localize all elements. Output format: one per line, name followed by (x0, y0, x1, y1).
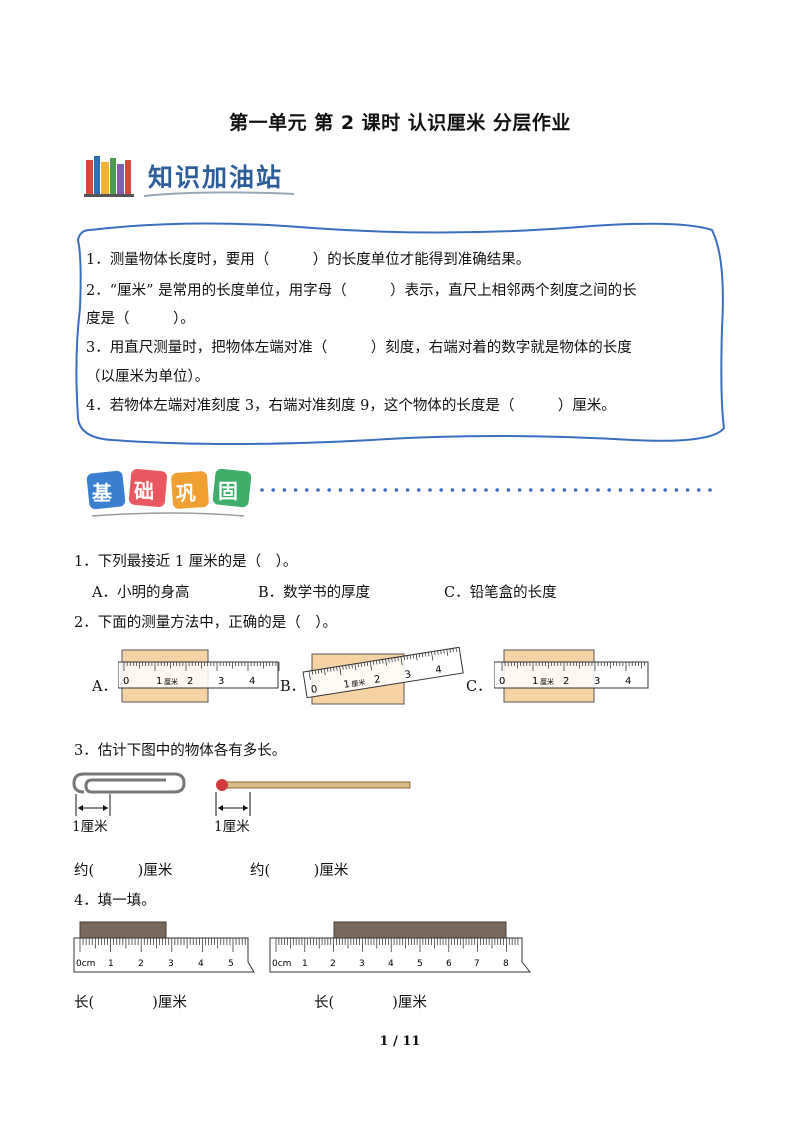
knowledge-banner (84, 156, 295, 197)
ruler-number: 0 (310, 684, 318, 696)
ruler-number: 1 (532, 676, 538, 687)
knowledge-line: 2．“厘米” 是常用的长度单位，用字母（ ）表示，直尺上相邻两个刻度之间的长 (86, 283, 637, 299)
ruler-number: 2 (330, 959, 336, 969)
ruler-number: 0 (123, 676, 129, 687)
ruler-number: 3 (218, 676, 224, 687)
ruler-option-a: 0 1 厘米 2 3 4 (118, 649, 280, 703)
banner-char: 固 (218, 479, 238, 503)
ruler-number: 4 (198, 959, 204, 969)
ruler-number: 0 (499, 676, 505, 687)
ruler-number: 4 (249, 676, 255, 687)
ruler-number: 4 (388, 959, 394, 969)
knowledge-box (75, 222, 726, 445)
ruler-number: 0cm (76, 959, 95, 969)
ruler-number: 3 (594, 676, 600, 687)
question-3-answer-1: 约( )厘米 (74, 863, 173, 879)
ruler-number: 7 (474, 959, 480, 969)
ruler-number: 8 (503, 959, 509, 969)
ruler-option-b: 0 1 厘米 2 3 4 (302, 646, 464, 705)
knowledge-line: 1．测量物体长度时，要用（ ）的长度单位才能得到准确结果。 (86, 252, 531, 268)
question-1-option-c: C．铅笔盒的长度 (444, 585, 557, 601)
ruler-number: 2 (138, 959, 144, 969)
ruler-number: 2 (563, 676, 569, 687)
ruler-number: 1 (302, 959, 308, 969)
ruler-question-4a: 0cm 1 2 3 4 5 (73, 921, 255, 973)
question-3-stem: 3．估计下图中的物体各有多长。 (74, 743, 287, 759)
ruler-option-c: 0 1 厘米 2 3 4 (494, 649, 649, 703)
ruler-number: 3 (168, 959, 174, 969)
question-3-answer-2: 约( )厘米 (250, 863, 349, 879)
knowledge-banner-title: 知识加油站 (148, 163, 284, 192)
basics-banner (86, 468, 712, 517)
banner-char: 础 (134, 479, 154, 503)
question-2-stem: 2．下面的测量方法中，正确的是（ ）。 (74, 615, 337, 631)
ruler-number: 5 (417, 959, 423, 969)
books-icon (84, 156, 134, 197)
ruler-number: 6 (446, 959, 452, 969)
question-4-stem: 4．填一填。 (74, 893, 156, 909)
banner-char: 基 (92, 481, 112, 505)
page-number: 1 / 11 (379, 1034, 421, 1049)
ruler-unit: 厘米 (540, 677, 554, 686)
ruler-number: 1 (156, 676, 162, 687)
banner-char: 巩 (176, 481, 196, 505)
measured-bar (79, 921, 167, 939)
match-stick (219, 781, 411, 789)
knowledge-line: 3．用直尺测量时，把物体左端对准（ ）刻度，右端对着的数字就是物体的长度 (86, 340, 632, 356)
page-title: 第一单元 第 2 课时 认识厘米 分层作业 (229, 112, 571, 134)
ruler-unit: 厘米 (164, 677, 178, 686)
ruler-number: 2 (187, 676, 193, 687)
paper-clip-icon (84, 772, 186, 794)
question-2-label-a: A． (92, 679, 117, 695)
ruler-number: 0cm (272, 959, 291, 969)
question-1-option-a: A．小明的身高 (92, 585, 190, 601)
question-1-option-b: B．数学书的厚度 (258, 585, 371, 601)
question-4-answer-1: 长( )厘米 (74, 995, 187, 1011)
match-head-icon (216, 779, 228, 791)
match-figure (215, 779, 411, 816)
ruler-number: 2 (373, 674, 381, 686)
question-1-stem: 1．下列最接近 1 厘米的是（ ）。 (74, 554, 298, 570)
ruler-number: 4 (435, 664, 443, 676)
ruler-number: 1 (343, 679, 351, 691)
banner-tile (86, 470, 126, 510)
ruler-unit: 厘米 (351, 677, 366, 688)
ruler-number: 5 (228, 959, 234, 969)
scale-label: 1厘米 (72, 819, 108, 835)
knowledge-line: （以厘米为单位）。 (86, 369, 210, 385)
ruler-question-4b: 0cm 1 2 3 4 5 6 7 8 (269, 921, 532, 973)
question-2-label-c: C． (466, 679, 492, 695)
banner-tile (171, 471, 209, 509)
question-4-answer-2: 长( )厘米 (314, 995, 427, 1011)
banner-tile (212, 468, 252, 508)
dotted-separator (260, 488, 712, 492)
banner-tile (128, 468, 168, 508)
measured-bar (333, 921, 507, 939)
knowledge-line: 4．若物体左端对准刻度 3，右端对准刻度 9，这个物体的长度是（ ）厘米。 (86, 398, 616, 414)
ruler-number: 4 (625, 676, 631, 687)
knowledge-line: 度是（ ）。 (86, 311, 195, 327)
ruler-number: 3 (404, 669, 412, 681)
paper-clip-figure (72, 772, 186, 816)
scale-label: 1厘米 (214, 819, 250, 835)
question-2-label-b: B． (280, 679, 306, 695)
ruler-number: 3 (359, 959, 365, 969)
ruler-number: 1 (108, 959, 114, 969)
